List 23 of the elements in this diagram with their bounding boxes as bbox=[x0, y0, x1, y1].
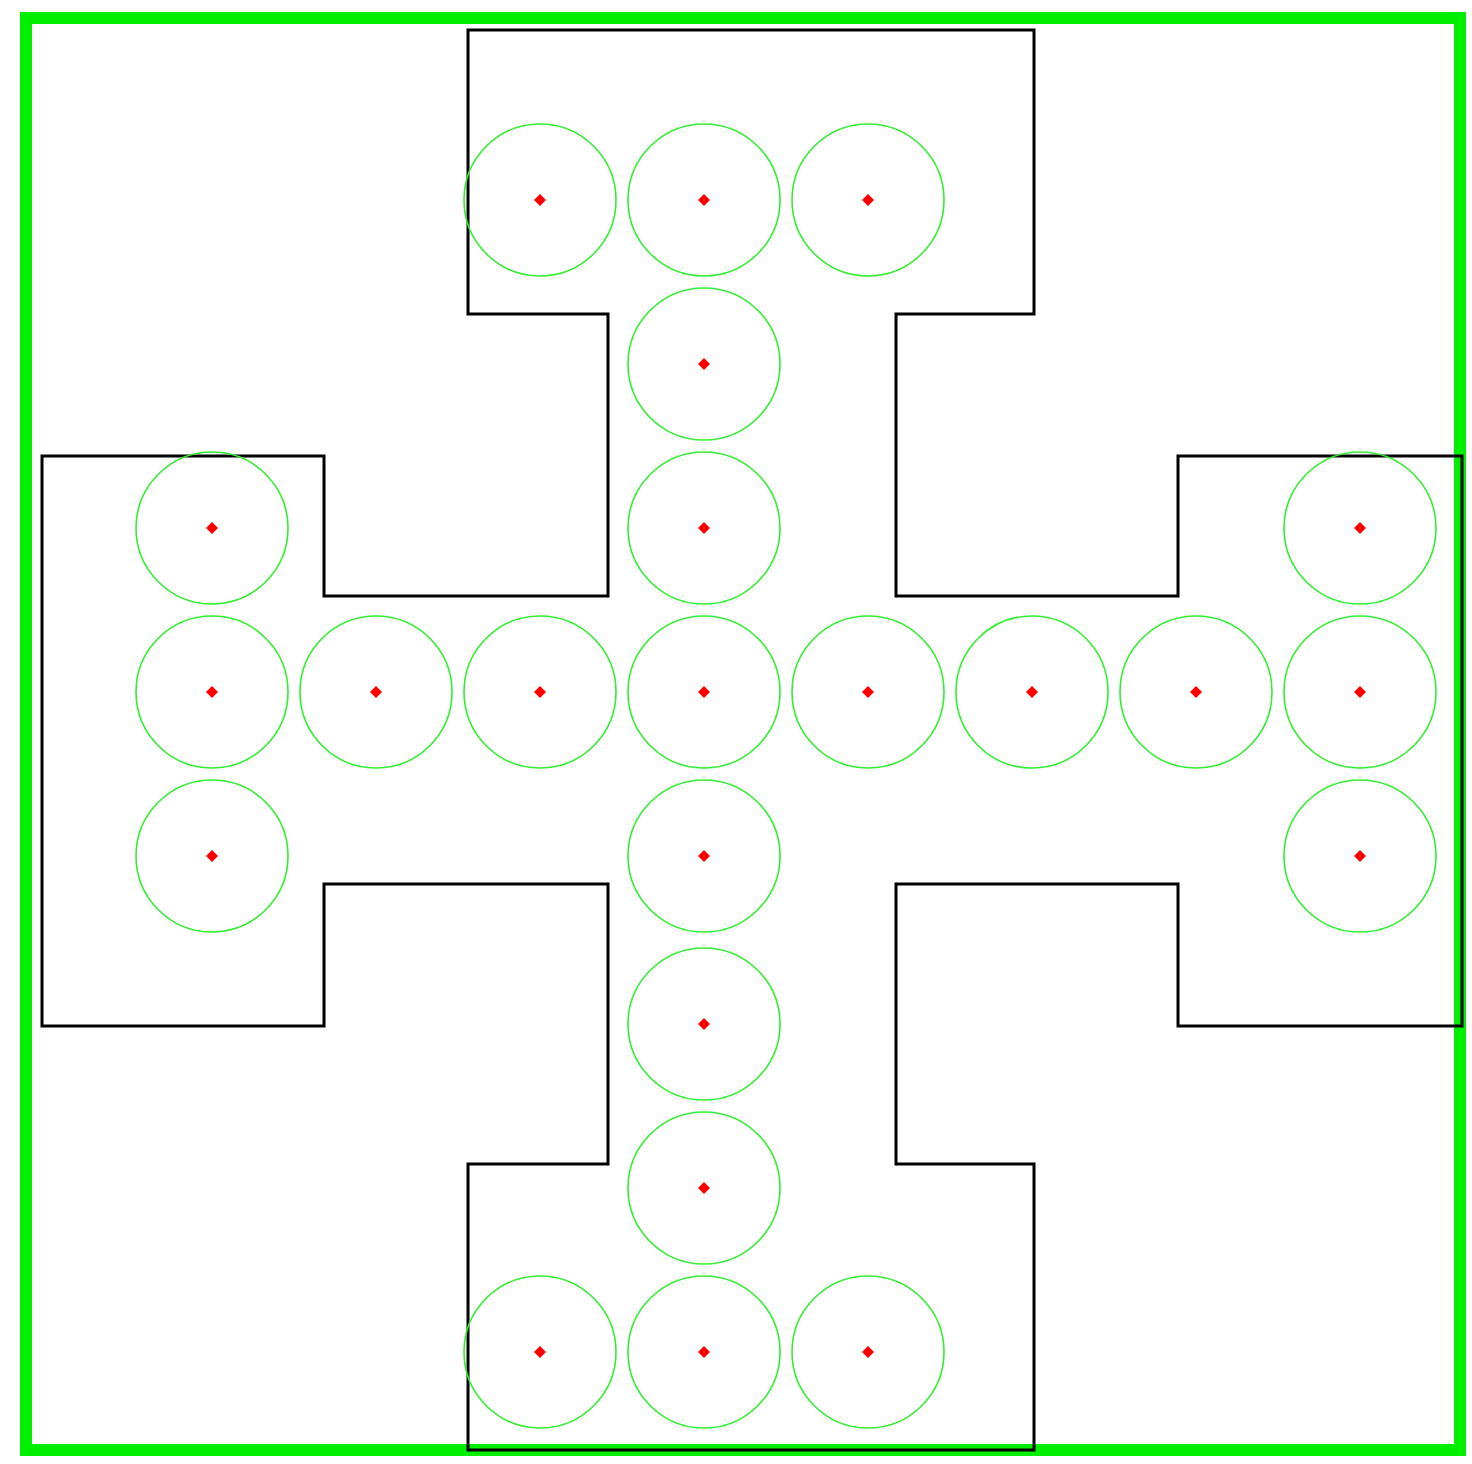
circle bbox=[1283, 451, 1437, 605]
circle bbox=[627, 451, 781, 605]
circle bbox=[791, 1275, 945, 1429]
circle bbox=[135, 615, 289, 769]
circle bbox=[627, 779, 781, 933]
circle bbox=[791, 615, 945, 769]
circle bbox=[1119, 615, 1273, 769]
circle bbox=[955, 615, 1109, 769]
circle bbox=[463, 615, 617, 769]
circle bbox=[627, 947, 781, 1101]
circle bbox=[627, 287, 781, 441]
circle bbox=[627, 615, 781, 769]
circle bbox=[1283, 615, 1437, 769]
circle bbox=[627, 123, 781, 277]
circle bbox=[135, 779, 289, 933]
circle bbox=[627, 1111, 781, 1265]
circle bbox=[1283, 779, 1437, 933]
circle bbox=[463, 123, 617, 277]
circle bbox=[791, 123, 945, 277]
circle bbox=[135, 451, 289, 605]
circle bbox=[463, 1275, 617, 1429]
circle bbox=[627, 1275, 781, 1429]
circle bbox=[299, 615, 453, 769]
